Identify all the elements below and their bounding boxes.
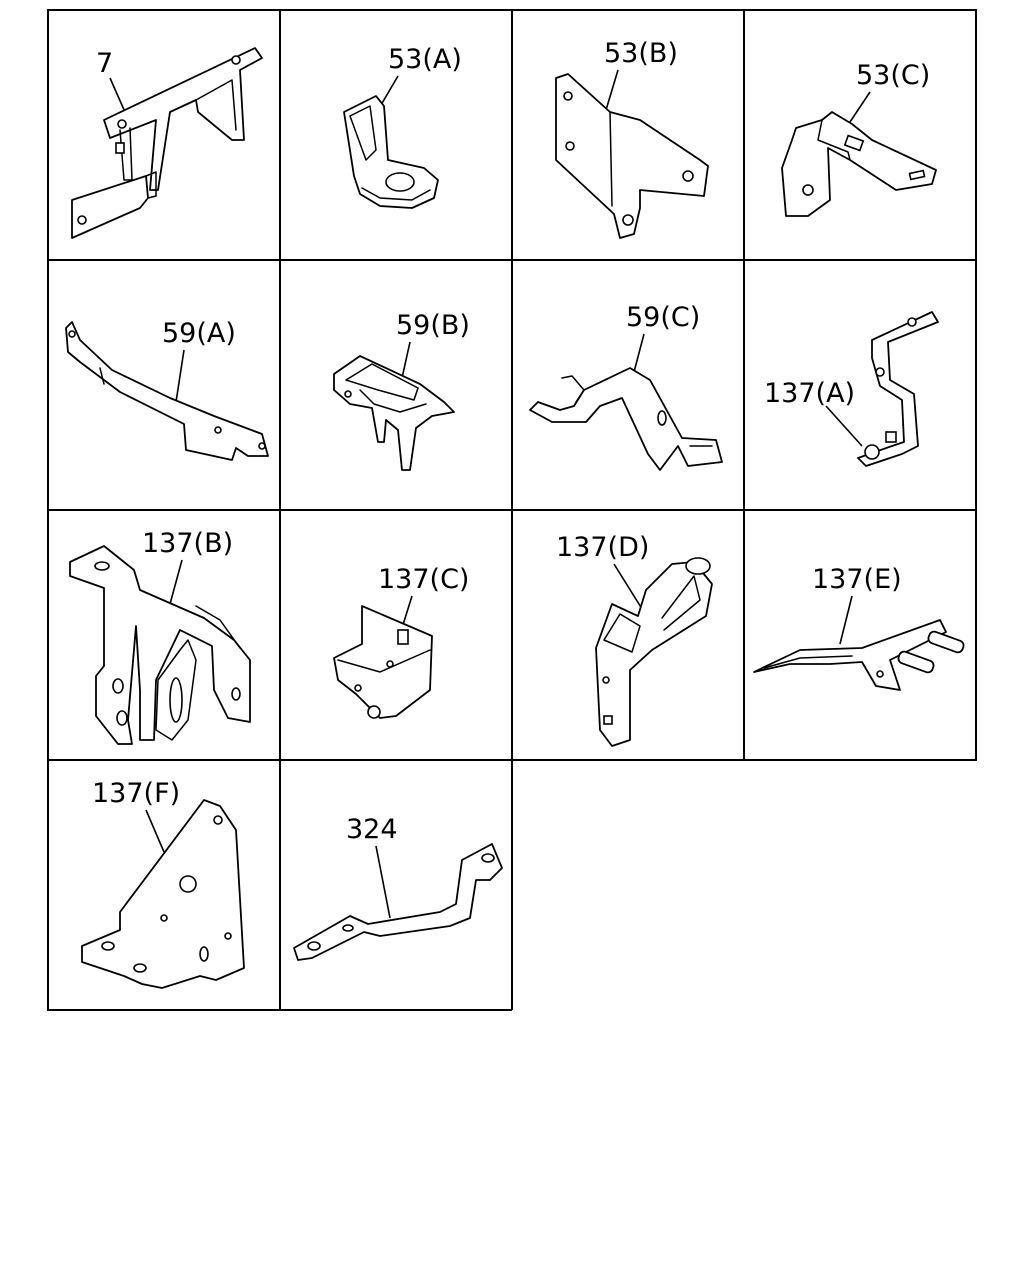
part-cell-59a: 59(A) (65, 318, 269, 461)
part-label-53c: 53(C) (856, 60, 930, 91)
part-label-137b: 137(B) (142, 528, 233, 559)
part-label-59c: 59(C) (626, 302, 700, 333)
part-cell-137e: 137(E) (753, 564, 965, 691)
part-cell-7: 7 (71, 47, 263, 239)
stud-2 (897, 650, 935, 674)
part-cell-137f: 137(F) (81, 778, 245, 989)
part-label-53a: 53(A) (388, 44, 462, 75)
part-label-59a: 59(A) (162, 318, 236, 349)
stud-1 (927, 630, 965, 654)
part-label-137c: 137(C) (378, 564, 469, 595)
part-cell-59c: 59(C) (529, 302, 723, 471)
part-cell-137a: 137(A) (764, 311, 939, 467)
part-label-53b: 53(B) (604, 38, 678, 69)
part-label-137e: 137(E) (812, 564, 902, 595)
part-cell-59b: 59(B) (333, 310, 470, 471)
part-label-59b: 59(B) (396, 310, 470, 341)
part-label-7: 7 (96, 48, 113, 79)
part-cell-53b: 53(B) (555, 38, 709, 239)
grid-lines (47, 9, 977, 1011)
part-cell-137b: 137(B) (69, 528, 251, 745)
part-label-137f: 137(F) (92, 778, 180, 809)
part-cell-324: 324 (293, 814, 503, 961)
part-cell-137d: 137(D) (556, 532, 713, 747)
part-cell-137c: 137(C) (333, 564, 469, 719)
part-label-137d: 137(D) (556, 532, 649, 563)
part-label-324: 324 (346, 814, 398, 845)
part-label-137a: 137(A) (764, 378, 855, 409)
part-cell-53a: 53(A) (343, 44, 462, 209)
part-cell-53c: 53(C) (781, 60, 937, 217)
